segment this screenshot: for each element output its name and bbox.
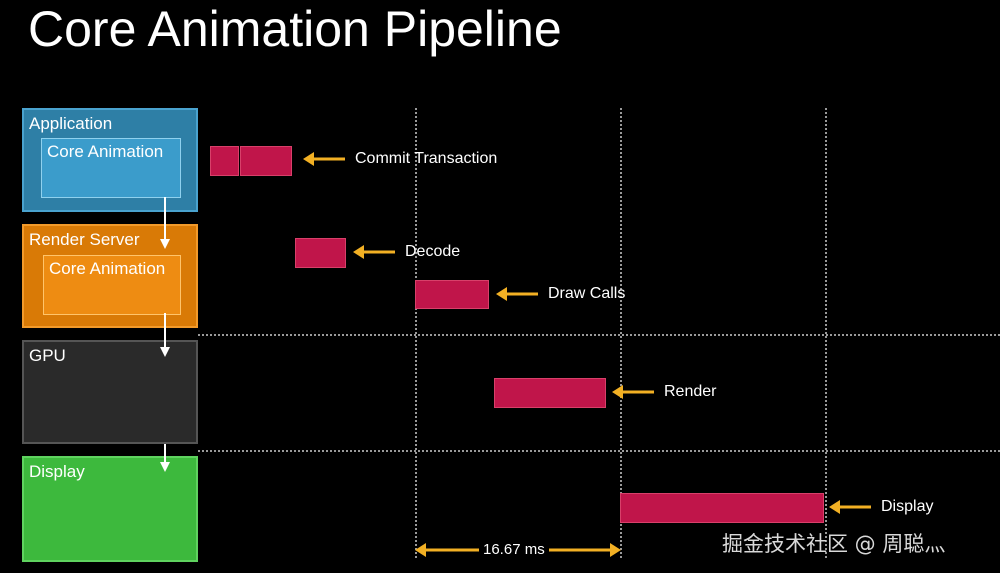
flow-arrow-gpu-to-display bbox=[160, 444, 170, 472]
commit-bar-1 bbox=[210, 146, 239, 176]
stage-application-label: Application bbox=[29, 114, 113, 133]
flow-arrow-app-to-render bbox=[160, 197, 170, 249]
frame-timing-label: 16.67 ms bbox=[479, 541, 549, 558]
arrow-left-icon bbox=[496, 287, 538, 301]
callout-draw-calls-label: Draw Calls bbox=[548, 285, 626, 302]
gpu-display-divider bbox=[198, 450, 1000, 452]
callout-display: Display bbox=[829, 497, 933, 517]
stage-render-server: Render Server Core Animation bbox=[22, 224, 198, 328]
callout-commit: Commit Transaction bbox=[303, 149, 497, 169]
commit-bar-2 bbox=[240, 146, 292, 176]
callout-draw-calls: Draw Calls bbox=[496, 284, 625, 304]
callout-render: Render bbox=[612, 382, 716, 402]
callout-decode: Decode bbox=[353, 242, 460, 262]
arrow-left-icon bbox=[612, 385, 654, 399]
page-title: Core Animation Pipeline bbox=[28, 1, 562, 57]
frame-divider-3 bbox=[825, 108, 827, 558]
application-core-animation-label: Core Animation bbox=[47, 142, 164, 161]
stage-application: Application Core Animation bbox=[22, 108, 198, 212]
display-bar bbox=[620, 493, 824, 523]
stage-gpu-label: GPU bbox=[29, 346, 66, 365]
frame-divider-1 bbox=[415, 108, 417, 558]
cpu-gpu-divider bbox=[198, 334, 1000, 336]
callout-display-label: Display bbox=[881, 498, 934, 515]
render-bar bbox=[494, 378, 606, 408]
arrow-left-icon bbox=[353, 245, 395, 259]
callout-commit-label: Commit Transaction bbox=[355, 150, 498, 167]
arrow-left-icon bbox=[829, 500, 871, 514]
stage-gpu: GPU bbox=[22, 340, 198, 444]
callout-decode-label: Decode bbox=[405, 243, 461, 260]
stage-display-label: Display bbox=[29, 462, 85, 481]
stage-display: Display bbox=[22, 456, 198, 562]
watermark: 掘金技术社区 @ 周聪灬 bbox=[722, 532, 946, 556]
render-server-core-animation-box: Core Animation bbox=[43, 255, 181, 315]
frame-divider-2 bbox=[620, 108, 622, 558]
application-core-animation-box: Core Animation bbox=[41, 138, 181, 198]
callout-render-label: Render bbox=[664, 383, 717, 400]
render-server-core-animation-label: Core Animation bbox=[49, 259, 166, 278]
decode-bar bbox=[295, 238, 346, 268]
frame-timing-indicator: 16.67 ms bbox=[415, 540, 621, 560]
draw-calls-bar bbox=[415, 280, 489, 309]
stage-render-server-label: Render Server bbox=[29, 230, 140, 249]
flow-arrow-render-to-gpu bbox=[160, 313, 170, 357]
arrow-left-icon bbox=[303, 152, 345, 166]
